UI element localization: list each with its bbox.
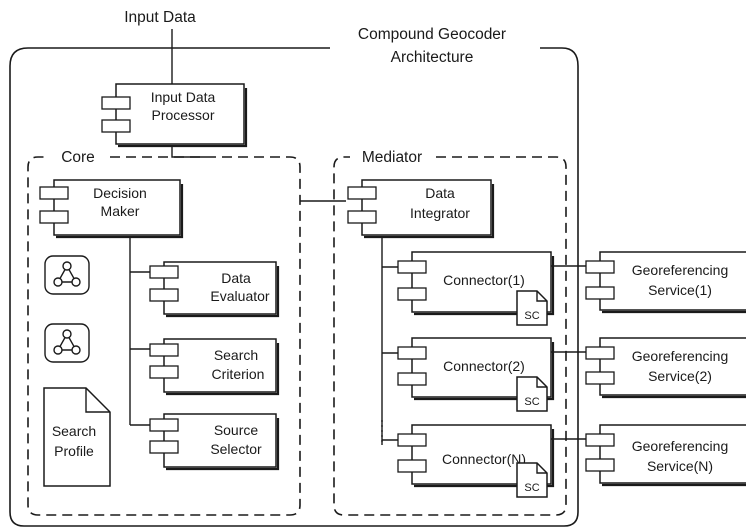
- network-icon: [44, 255, 90, 295]
- mediator-boundary: [333, 156, 567, 516]
- integrator-links: [381, 237, 412, 445]
- connector-2-doc: SC: [524, 396, 539, 408]
- architecture-title-line2: Architecture: [391, 49, 474, 66]
- connector-2-label: Connector(2): [443, 358, 525, 374]
- connector-1-doc: SC: [524, 310, 539, 322]
- connector-n: Connector(N) SC: [397, 424, 555, 498]
- connector-n-label: Connector(N): [442, 451, 526, 467]
- core-title-bg: [50, 146, 108, 166]
- processor-to-core-line: [171, 146, 206, 158]
- input-data-label: Input Data: [124, 9, 196, 26]
- service-1-line2: Service(1): [648, 282, 712, 298]
- architecture-title-line1: Compound Geocoder: [358, 26, 506, 43]
- input-data-processor: Input Data Processor: [101, 83, 248, 148]
- decision-maker-line1: Decision: [93, 185, 147, 201]
- data-evaluator-line1: Data: [221, 270, 251, 286]
- search-profile-line2: Profile: [54, 443, 94, 459]
- input-processor-line1: Input Data: [151, 89, 216, 105]
- source-selector-line2: Selector: [210, 441, 262, 457]
- network-icon: [44, 323, 90, 363]
- decision-maker-links: [129, 237, 168, 426]
- search-criterion-line1: Search: [214, 347, 258, 363]
- connector-2: Connector(2) SC: [397, 337, 555, 412]
- mediator-title: Mediator: [362, 149, 422, 166]
- source-selector: Source Selector: [149, 413, 280, 471]
- service-2-line2: Service(2): [648, 368, 712, 384]
- data-integrator-line1: Data: [425, 185, 455, 201]
- search-profile-document: Search Profile: [43, 387, 111, 487]
- connector-n-doc: SC: [524, 482, 539, 494]
- georeferencing-service-n: Georeferencing Service(N): [585, 424, 746, 487]
- data-integrator: Data Integrator: [347, 179, 495, 239]
- service-n-line2: Service(N): [647, 458, 713, 474]
- core-title: Core: [61, 149, 95, 166]
- data-evaluator-line2: Evaluator: [210, 288, 269, 304]
- architecture-boundary: [9, 47, 579, 527]
- input-processor-line2: Processor: [151, 107, 214, 123]
- connector-1: Connector(1) SC: [397, 251, 555, 326]
- decision-maker-line2: Maker: [101, 203, 140, 219]
- search-profile-line1: Search: [52, 423, 96, 439]
- data-evaluator: Data Evaluator: [149, 261, 280, 318]
- service-1-line1: Georeferencing: [632, 262, 729, 278]
- service-2-line1: Georeferencing: [632, 348, 729, 364]
- connector-1-label: Connector(1): [443, 272, 525, 288]
- core-boundary: [27, 156, 301, 516]
- search-criterion-line2: Criterion: [212, 366, 265, 382]
- mediator-title-bg: [350, 146, 434, 166]
- georeferencing-service-2: Georeferencing Service(2): [585, 337, 746, 399]
- decision-maker: Decision Maker: [39, 179, 184, 239]
- service-n-line1: Georeferencing: [632, 438, 729, 454]
- data-integrator-line2: Integrator: [410, 205, 470, 221]
- georeferencing-service-1: Georeferencing Service(1): [585, 251, 746, 314]
- search-criterion: Search Criterion: [149, 338, 280, 396]
- source-selector-line1: Source: [214, 422, 259, 438]
